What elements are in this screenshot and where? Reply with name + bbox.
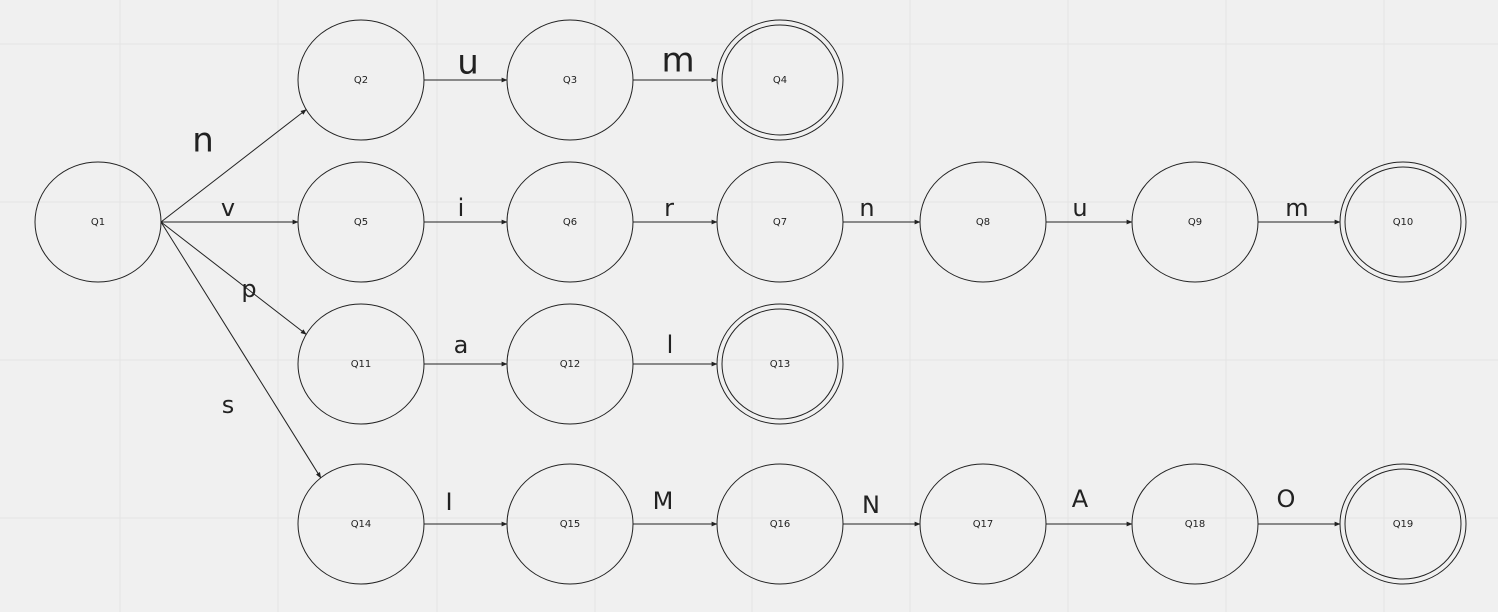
accepting-state-inner-circle: [721, 24, 839, 136]
state-circle: [716, 161, 844, 283]
state-label: Q1: [91, 217, 105, 228]
state-label: Q3: [563, 75, 577, 86]
state-q14[interactable]: Q14: [297, 463, 425, 585]
transition-label-q14-q15: I: [445, 488, 452, 516]
state-q4[interactable]: Q4: [716, 19, 844, 141]
state-label: Q11: [351, 359, 372, 370]
state-label: Q5: [354, 217, 368, 228]
transition-label-q12-q13: l: [667, 331, 674, 359]
state-label: Q6: [563, 217, 577, 228]
state-label: Q9: [1188, 217, 1202, 228]
accepting-state-inner-circle: [1344, 468, 1462, 580]
transition-label-q1-q14: s: [222, 391, 235, 419]
transition-label-q7-q8: n: [859, 194, 874, 222]
state-circle: [506, 161, 634, 283]
state-circle: [919, 463, 1047, 585]
state-q11[interactable]: Q11: [297, 303, 425, 425]
state-q2[interactable]: Q2: [297, 19, 425, 141]
state-label: Q18: [1185, 519, 1206, 530]
transition-label-q17-q18: A: [1072, 485, 1089, 513]
state-q15[interactable]: Q15: [506, 463, 634, 585]
transition-label-q1-q11: p: [241, 275, 256, 303]
state-q3[interactable]: Q3: [506, 19, 634, 141]
state-label: Q13: [770, 359, 791, 370]
transition-label-q1-q2: n: [192, 121, 214, 161]
transition-label-q11-q12: a: [454, 331, 469, 359]
state-q13[interactable]: Q13: [716, 303, 844, 425]
state-label: Q15: [560, 519, 581, 530]
state-q9[interactable]: Q9: [1131, 161, 1259, 283]
state-circle: [1339, 463, 1467, 585]
accepting-state-inner-circle: [1344, 166, 1462, 278]
transition-label-q5-q6: i: [458, 194, 465, 222]
transition-label-q2-q3: u: [457, 43, 479, 83]
transition-label-q6-q7: r: [664, 194, 674, 222]
transition-label-q16-q17: N: [862, 491, 880, 519]
state-circle: [716, 19, 844, 141]
state-circle: [506, 19, 634, 141]
state-label: Q16: [770, 519, 791, 530]
state-q18[interactable]: Q18: [1131, 463, 1259, 585]
transition-label-q3-q4: m: [661, 41, 694, 81]
state-label: Q2: [354, 75, 368, 86]
transition-label-q8-q9: u: [1072, 194, 1087, 222]
state-q16[interactable]: Q16: [716, 463, 844, 585]
state-q6[interactable]: Q6: [506, 161, 634, 283]
transitions-layer: [160, 77, 1341, 527]
state-q19[interactable]: Q19: [1339, 463, 1467, 585]
state-label: Q10: [1393, 217, 1414, 228]
state-circle: [1131, 161, 1259, 283]
state-q10[interactable]: Q10: [1339, 161, 1467, 283]
state-label: Q12: [560, 359, 581, 370]
state-label: Q14: [351, 519, 372, 530]
state-circle: [506, 303, 634, 425]
state-q12[interactable]: Q12: [506, 303, 634, 425]
state-circle: [297, 161, 425, 283]
state-label: Q7: [773, 217, 787, 228]
transition-arrow-q1-q11: [160, 221, 307, 335]
state-circle: [297, 463, 425, 585]
state-circle: [716, 463, 844, 585]
transition-label-q1-q5: v: [221, 194, 235, 222]
transition-labels-layer: n u m v i r n u m p a l sI M N A O: [192, 41, 1308, 520]
state-label: Q19: [1393, 519, 1414, 530]
state-q7[interactable]: Q7: [716, 161, 844, 283]
state-circle: [716, 303, 844, 425]
state-q1[interactable]: Q1: [34, 161, 162, 283]
state-label: Q4: [773, 75, 787, 86]
accepting-state-inner-circle: [721, 308, 839, 420]
state-circle: [1339, 161, 1467, 283]
state-label: Q8: [976, 217, 990, 228]
state-circle: [1131, 463, 1259, 585]
state-label: Q17: [973, 519, 994, 530]
state-circle: [506, 463, 634, 585]
transition-label-q18-q19: O: [1277, 485, 1296, 513]
state-circle: [919, 161, 1047, 283]
transition-arrow-q1-q2: [160, 109, 307, 223]
transition-label-q9-q10: m: [1285, 194, 1308, 222]
transition-arrow-q1-q14: [160, 221, 322, 479]
state-circle: [34, 161, 162, 283]
state-circle: [297, 19, 425, 141]
state-q5[interactable]: Q5: [297, 161, 425, 283]
state-q17[interactable]: Q17: [919, 463, 1047, 585]
state-circle: [297, 303, 425, 425]
transition-label-q15-q16: M: [653, 487, 674, 515]
state-q8[interactable]: Q8: [919, 161, 1047, 283]
